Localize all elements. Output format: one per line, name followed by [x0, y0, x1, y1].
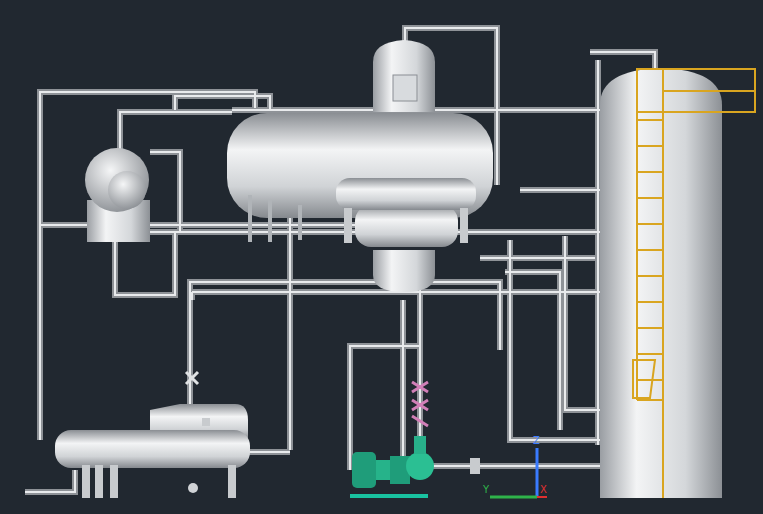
axis-label: X: [540, 484, 547, 495]
axis-label: Y: [483, 484, 489, 495]
axis-label: Z: [533, 435, 540, 446]
